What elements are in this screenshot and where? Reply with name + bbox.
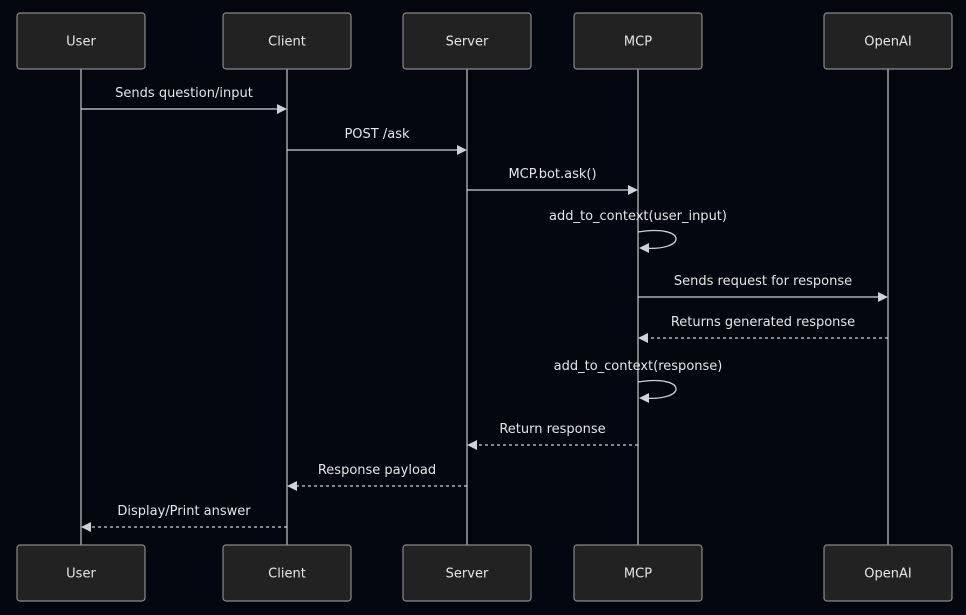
message-label: add_to_context(response)	[554, 359, 723, 374]
message-label: POST /ask	[344, 127, 410, 142]
message-label: add_to_context(user_input)	[549, 209, 727, 224]
message-8: Return response	[467, 422, 638, 450]
arrowhead	[467, 440, 477, 450]
participant-box	[402, 544, 532, 602]
participant-label: User	[66, 567, 96, 582]
participant-box	[823, 12, 953, 70]
participant-label: OpenAI	[864, 35, 911, 50]
participant-label: Client	[268, 35, 306, 50]
participant-box	[222, 12, 352, 70]
participant-user-top[interactable]: User	[16, 12, 146, 70]
participant-user-bottom[interactable]: User	[16, 544, 146, 602]
arrowhead	[639, 243, 649, 253]
arrowhead	[277, 104, 287, 114]
participant-mcp-bottom[interactable]: MCP	[573, 544, 703, 602]
participant-box	[573, 544, 703, 602]
participant-server-top[interactable]: Server	[402, 12, 532, 70]
participant-box	[402, 12, 532, 70]
arrowhead	[638, 333, 648, 343]
participant-label: OpenAI	[864, 567, 911, 582]
message-label: Response payload	[318, 463, 436, 478]
participant-server-bottom[interactable]: Server	[402, 544, 532, 602]
message-10: Display/Print answer	[81, 504, 287, 532]
message-label: Returns generated response	[671, 315, 855, 330]
arrowhead	[628, 185, 638, 195]
participant-client-bottom[interactable]: Client	[222, 544, 352, 602]
message-9: Response payload	[287, 463, 467, 491]
message-3: MCP.bot.ask()	[467, 167, 638, 195]
participant-box	[16, 12, 146, 70]
message-5: Sends request for response	[638, 274, 888, 302]
arrowhead	[457, 145, 467, 155]
message-label: MCP.bot.ask()	[508, 167, 596, 182]
participant-box	[573, 12, 703, 70]
participant-openai-top[interactable]: OpenAI	[823, 12, 953, 70]
arrowhead	[287, 481, 297, 491]
participant-label: Server	[446, 35, 489, 50]
self-loop-arrow	[637, 380, 677, 400]
arrowhead	[81, 522, 91, 532]
arrowhead	[639, 393, 649, 403]
self-loop-arrow	[637, 230, 677, 250]
participant-label: MCP	[624, 35, 652, 50]
message-4: add_to_context(user_input)	[549, 209, 727, 253]
participant-label: User	[66, 35, 96, 50]
participant-openai-bottom[interactable]: OpenAI	[823, 544, 953, 602]
participant-box	[222, 544, 352, 602]
message-label: Sends request for response	[674, 274, 852, 289]
participant-label: Server	[446, 567, 489, 582]
arrowhead	[878, 292, 888, 302]
message-7: add_to_context(response)	[554, 359, 723, 403]
message-label: Sends question/input	[115, 86, 253, 101]
participant-label: Client	[268, 567, 306, 582]
message-1: Sends question/input	[81, 86, 287, 114]
participant-box	[16, 544, 146, 602]
participant-client-top[interactable]: Client	[222, 12, 352, 70]
message-2: POST /ask	[287, 127, 467, 155]
message-label: Display/Print answer	[117, 504, 251, 519]
participant-mcp-top[interactable]: MCP	[573, 12, 703, 70]
message-label: Return response	[499, 422, 605, 437]
participant-label: MCP	[624, 567, 652, 582]
message-6: Returns generated response	[638, 315, 888, 343]
participant-box	[823, 544, 953, 602]
